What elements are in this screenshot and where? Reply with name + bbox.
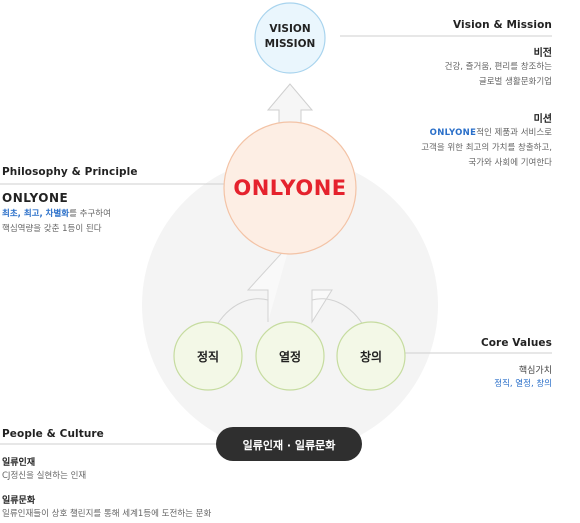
mission-text-line: 국가와 사회에 기여한다	[468, 158, 552, 168]
vision-heading: 비전	[533, 48, 552, 59]
mission-text: ONLYONE적인 제품과 서비스로 고객을 위한 최고의 가치를 창출하고, …	[421, 126, 552, 171]
talent-text: CJ정신을 실현하는 인재	[2, 471, 87, 481]
onlyone-logo: ONLYONE	[233, 176, 347, 200]
mission-heading: 미션	[533, 114, 552, 125]
mission-text-line: ONLYONE적인 제품과 서비스로	[421, 126, 552, 141]
philosophy-text-line: 핵심역량을 갖춘 1등이 된다	[2, 224, 102, 234]
culture-heading: 일류문화	[2, 496, 36, 506]
philosophy-text: 최초, 최고, 차별화를 추구하여 핵심역량을 갖춘 1등이 된다	[2, 207, 111, 237]
up-arrow-large-icon	[213, 243, 367, 331]
mission-label: MISSION	[264, 38, 316, 50]
mission-line1-suffix: 적인 제품과 서비스로	[476, 128, 552, 138]
culture-pill-label: 일류인재 · 일류문화	[242, 439, 336, 452]
philosophy-highlight: 최초, 최고, 차별화	[2, 209, 70, 219]
philosophy-line1-suffix: 를 추구하여	[69, 209, 111, 219]
core-values-heading: 핵심가치	[518, 366, 552, 376]
mission-text-line: 고객을 위한 최고의 가치를 창출하고,	[421, 143, 552, 153]
value-circle-shape	[255, 321, 325, 391]
vision-text-line: 건강, 즐거움, 편리를 창조하는	[444, 62, 552, 72]
vision-text: 건강, 즐거움, 편리를 창조하는 글로벌 생활문화기업	[445, 60, 552, 90]
people-culture-title: People & Culture	[2, 428, 104, 440]
philosophy-logo: ONLYONE	[2, 191, 69, 205]
value-passion-label: 열정	[278, 350, 302, 364]
value-circle-shape	[336, 321, 406, 391]
vision-circle-shape	[254, 2, 326, 74]
onlyone-circle-shape	[223, 121, 357, 255]
vision-mission-title: Vision & Mission	[453, 19, 552, 31]
core-values-title: Core Values	[480, 337, 552, 349]
core-values-text: 정직, 열정, 창의	[494, 379, 552, 389]
philosophy-title: Philosophy & Principle	[2, 166, 138, 178]
mission-onlyone-logo: ONLYONE	[429, 128, 477, 138]
vision-label: VISION	[269, 23, 311, 35]
culture-text: 일류인재들이 상호 챌린지를 통해 세계1등에 도전하는 문화	[2, 509, 212, 519]
vision-text-line: 글로벌 생활문화기업	[478, 77, 552, 87]
vision-circle: VISION MISSION	[255, 22, 325, 52]
value-honesty-label: 정직	[196, 350, 220, 364]
talent-heading: 일류인재	[2, 458, 36, 468]
value-circle-shape	[173, 321, 243, 391]
culture-pill-shape	[216, 427, 362, 461]
value-creativity-label: 창의	[359, 350, 383, 364]
philosophy-text-line: 최초, 최고, 차별화를 추구하여	[2, 207, 111, 222]
